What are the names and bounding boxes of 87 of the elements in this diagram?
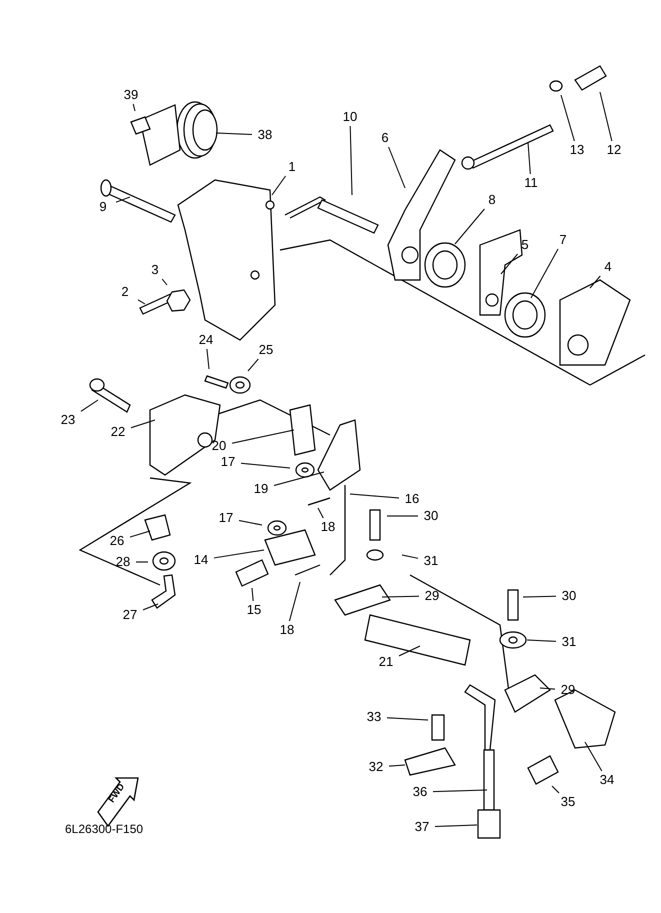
leader-line <box>530 248 559 298</box>
callout-number: 31 <box>419 553 443 569</box>
callout-number: 33 <box>362 709 386 725</box>
leader-line <box>232 430 294 444</box>
leader-line <box>526 640 556 642</box>
leader-line <box>540 688 556 690</box>
leader-line <box>116 196 130 203</box>
callout-number: 18 <box>275 622 299 638</box>
leader-line <box>388 146 406 188</box>
callout-number: 15 <box>242 602 266 618</box>
callout-number: 19 <box>249 481 273 497</box>
callout-number: 35 <box>556 794 580 810</box>
leader-line <box>252 588 254 602</box>
callout-number: 22 <box>106 424 130 440</box>
callout-number: 17 <box>216 454 240 470</box>
leader-line <box>590 276 601 288</box>
leader-line <box>318 508 324 518</box>
callout-number: 14 <box>189 552 213 568</box>
leader-line <box>560 94 575 142</box>
callout-number: 28 <box>111 554 135 570</box>
leader-line <box>382 596 420 598</box>
leader-line <box>552 786 560 794</box>
leader-line <box>206 348 210 370</box>
callout-number: 27 <box>118 607 142 623</box>
callout-number: 11 <box>519 175 543 191</box>
leader-line <box>398 646 420 656</box>
callout-number: 6 <box>373 130 397 146</box>
callout-number: 17 <box>214 510 238 526</box>
callout-number: 18 <box>316 519 340 535</box>
leader-line <box>434 824 478 828</box>
callout-number: 20 <box>207 438 231 454</box>
callout-number: 23 <box>56 412 80 428</box>
callout-number: 5 <box>513 237 537 253</box>
callout-number: 38 <box>253 127 277 143</box>
callout-number: 16 <box>400 491 424 507</box>
callout-number: 8 <box>480 192 504 208</box>
callout-number: 10 <box>338 109 362 125</box>
leader-line <box>162 278 168 286</box>
leader-line <box>386 717 428 720</box>
leader-line <box>216 132 252 135</box>
callout-number: 7 <box>551 232 575 248</box>
diagram-code: 6L26300-F150 <box>65 822 144 836</box>
leader-line <box>130 420 156 428</box>
leader-line <box>350 126 352 196</box>
callout-number: 2 <box>113 284 137 300</box>
leader-line <box>132 104 136 112</box>
callout-number: 32 <box>364 759 388 775</box>
leader-line <box>238 520 262 526</box>
leader-line <box>80 400 98 412</box>
leader-line <box>274 472 324 486</box>
leader-line <box>528 142 531 174</box>
callout-number: 21 <box>374 654 398 670</box>
leader-line <box>522 596 556 598</box>
callout-number: 34 <box>595 772 619 788</box>
callout-number: 13 <box>565 142 589 158</box>
leader-line <box>138 299 146 304</box>
callout-number: 29 <box>556 682 580 698</box>
leader-line <box>500 254 518 274</box>
callout-number: 9 <box>91 199 115 215</box>
callout-number: 25 <box>254 342 278 358</box>
leader-line <box>248 358 259 372</box>
leader-line <box>600 92 612 142</box>
leader-line <box>584 742 602 772</box>
leader-line <box>388 764 406 767</box>
callout-number: 1 <box>280 159 304 175</box>
leader-line <box>272 176 286 196</box>
leader-line <box>142 604 158 610</box>
callout-number: 30 <box>419 508 443 524</box>
callout-number: 39 <box>119 87 143 103</box>
leader-line <box>240 462 290 468</box>
callout-number: 3 <box>143 262 167 278</box>
leader-line <box>402 554 418 559</box>
leader-line <box>214 550 264 558</box>
callout-number: 29 <box>420 588 444 604</box>
callout-number: 37 <box>410 819 434 835</box>
callout-number: 31 <box>557 634 581 650</box>
callout-number: 30 <box>557 588 581 604</box>
callout-number: 36 <box>408 784 432 800</box>
leader-line <box>288 582 300 622</box>
leader-line <box>130 530 150 538</box>
callout-number: 24 <box>194 332 218 348</box>
callout-number: 12 <box>602 142 626 158</box>
callout-number: 26 <box>105 533 129 549</box>
leader-line <box>350 494 400 498</box>
leader-line <box>432 790 488 792</box>
callout-number: 4 <box>596 259 620 275</box>
leader-line <box>454 208 485 244</box>
